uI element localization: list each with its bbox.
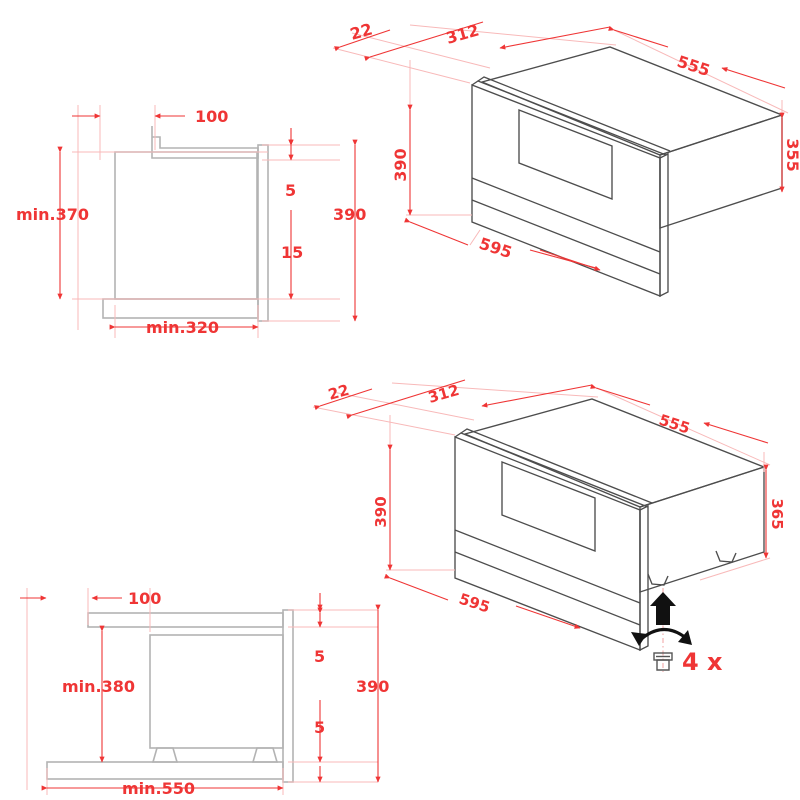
dim-595-c: 595 [384, 573, 581, 629]
view-appliance-bottom-right: 22 312 555 390 365 595 [312, 379, 786, 676]
door-edge [659, 152, 669, 298]
foot-left [151, 747, 179, 763]
dim-label-22-b: 22 [348, 19, 375, 43]
door-top-ridge-4 [460, 428, 653, 504]
control-band-line [471, 177, 661, 253]
dim-label-5-bottom-d: 5 [314, 718, 325, 737]
rotate-arrowhead-icon [631, 632, 647, 646]
view-appliance-top-right: 22 312 555 390 355 595 [332, 19, 800, 298]
body-right-side-2 [639, 466, 765, 593]
dim-label-5-a: 5 [285, 181, 296, 200]
niche-box [114, 151, 258, 300]
dim-depth-550: min.550 [41, 779, 284, 798]
dim-clearance-15: 15 [281, 210, 303, 300]
dim-390-b: 390 [391, 104, 413, 216]
rotate-arrowhead-2-icon [678, 630, 692, 645]
dim-clearance-5-top-d: 5 [314, 593, 325, 666]
front-panel [257, 144, 269, 322]
dim-390-c: 390 [372, 444, 393, 571]
dim-label-595-c: 595 [457, 590, 492, 617]
dim-total-390-a: 390 [333, 139, 366, 322]
dim-355-b: 355 [779, 112, 800, 193]
dim-label-15: 15 [281, 243, 303, 262]
appliance-outline-bottom-right [454, 398, 766, 652]
dim-label-390-a: 390 [333, 205, 366, 224]
dim-label-5-top-d: 5 [314, 647, 325, 666]
dim-22-b: 22 [334, 19, 391, 52]
door-lower-line [471, 199, 661, 275]
dim-total-390-d: 390 [356, 604, 389, 783]
dim-label-100-d: 100 [128, 589, 161, 608]
foot-right [251, 747, 279, 763]
dim-label-312-b: 312 [444, 20, 481, 47]
dim-label-365-c: 365 [768, 498, 786, 529]
dim-depth-320: min.320 [109, 318, 259, 337]
dim-label-390-c: 390 [372, 496, 390, 527]
dim-clearance-5-bottom-d: 5 [314, 700, 325, 783]
foot-front [647, 573, 669, 586]
dim-label-100-a: 100 [195, 107, 228, 126]
dim-312-c: 312 [346, 379, 593, 420]
cabinet-outline-top-left [102, 126, 269, 322]
top-shelf [151, 126, 259, 159]
dim-label-555-b: 555 [675, 52, 713, 80]
dim-label-595-b: 595 [477, 234, 515, 262]
dim-label-555-c: 555 [657, 411, 692, 438]
foot-quantity-label: 4 x [682, 648, 723, 676]
dim-555-c: 555 [590, 383, 769, 444]
door-lower-line-2 [454, 551, 641, 626]
dim-label-390-d: 390 [356, 677, 389, 696]
control-band-line-2 [454, 529, 641, 604]
insert-arrow-icon [650, 592, 676, 625]
appliance-outline-top-right [471, 46, 784, 298]
dim-label-min370: min.370 [16, 205, 89, 224]
door-window [518, 109, 613, 200]
dim-label-312-c: 312 [426, 381, 461, 407]
extension-lines-a [72, 105, 340, 338]
dim-label-390-b: 390 [391, 148, 410, 181]
bottom-shelf-2 [46, 761, 284, 780]
niche-box-2 [149, 634, 284, 749]
front-panel-2 [282, 609, 294, 783]
foot-rear [715, 550, 737, 563]
dim-gap-100-a: 100 [72, 107, 228, 126]
top-shelf-2 [87, 612, 284, 628]
adjustable-foot-icon [653, 652, 673, 671]
dim-595-b: 595 [404, 217, 601, 271]
dim-clearance-5-a: 5 [285, 128, 296, 200]
dim-height-380: min.380 [62, 625, 135, 763]
foot-callout: 4 x [631, 588, 723, 676]
dim-312-b: 312 [364, 20, 611, 62]
bottom-shelf [102, 298, 259, 319]
dim-height-370: min.370 [16, 146, 89, 300]
dim-gap-100-d: 100 [20, 589, 161, 608]
dim-label-min380: min.380 [62, 677, 135, 696]
door-edge-2 [639, 504, 649, 652]
cabinet-outline-bottom-left [46, 609, 294, 783]
door-top-ridge-2 [477, 76, 671, 152]
door-window-2 [501, 461, 596, 552]
dim-label-min320: min.320 [146, 318, 219, 337]
body-right-side [659, 114, 783, 229]
extension-lines-d [26, 588, 378, 795]
dim-22-c: 22 [314, 381, 373, 411]
dim-365-c: 365 [763, 464, 786, 559]
view-niche-top-left: 100 min.370 min.320 5 15 390 [16, 105, 366, 338]
dim-label-min550: min.550 [122, 779, 195, 798]
dim-label-22-c: 22 [326, 381, 351, 404]
view-niche-bottom-left: 100 min.380 min.550 5 5 390 [20, 588, 389, 798]
extension-lines-c [312, 382, 771, 581]
dim-label-355-b: 355 [783, 138, 800, 171]
